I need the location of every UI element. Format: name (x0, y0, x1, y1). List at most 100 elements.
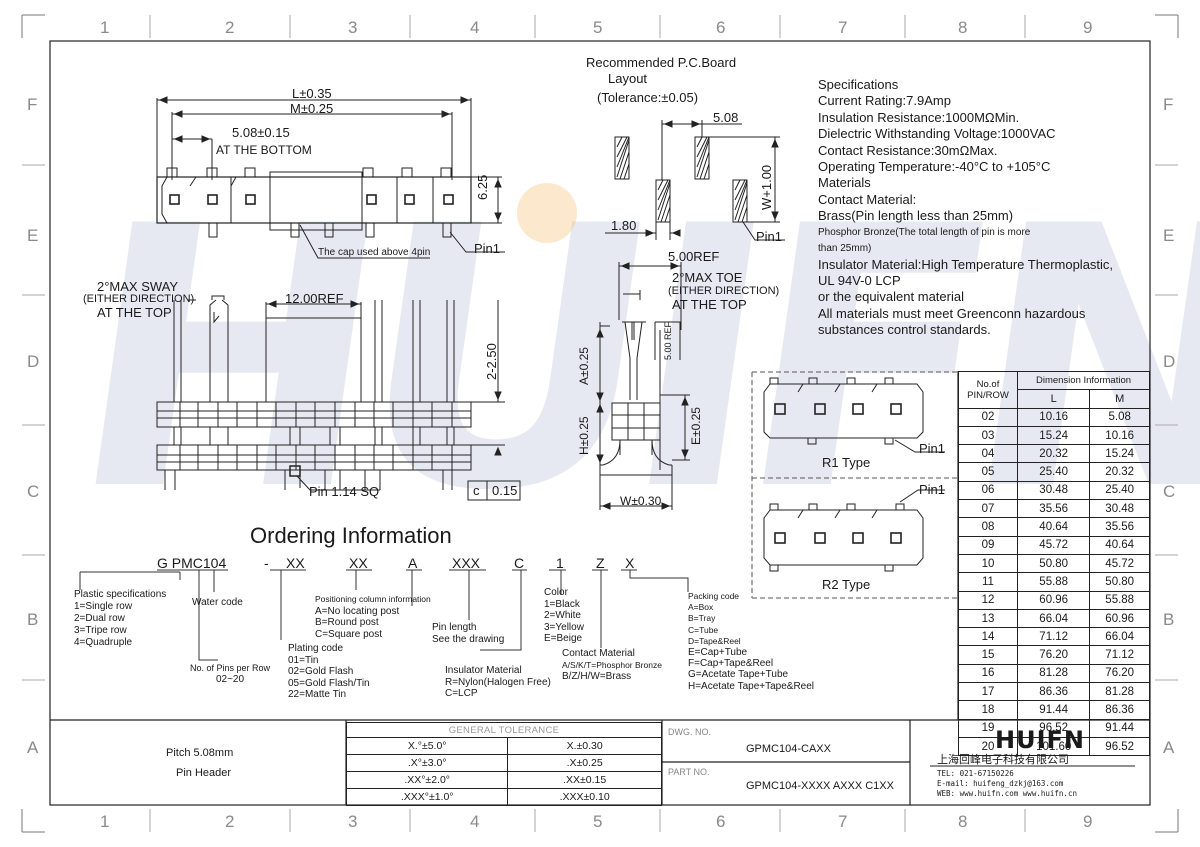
m-cell: 5.08 (1089, 407, 1150, 427)
color-block: Color 1=Black 2=White 3=Yellow E=Beige (544, 587, 584, 645)
pin-length-block: Pin length See the drawing (432, 622, 504, 645)
spec-line: Insulator Material:High Temperature Ther… (818, 256, 1114, 272)
pcb-pad-width: 1.80 (611, 218, 637, 233)
zone-row-d-right: D (1163, 352, 1176, 371)
code-part-dash: - (264, 555, 269, 571)
pcb-title-2: Layout (608, 71, 648, 86)
zone-row-f-right: F (1163, 95, 1174, 114)
m-cell: 30.48 (1089, 499, 1150, 519)
dim-l: L±0.35 (292, 86, 332, 101)
m-cell: 15.24 (1089, 444, 1150, 464)
tolerance-header: GENERAL TOLERANCE (346, 722, 662, 738)
m-cell: 20.32 (1089, 462, 1150, 482)
dim-height: 6.25 (475, 174, 490, 200)
code-part-insulator: C (514, 555, 525, 571)
l-cell: 25.40 (1016, 462, 1091, 482)
plating-title: Plating code (288, 643, 344, 654)
col-l-header: L (1016, 389, 1091, 409)
insulator-title: Insulator Material (445, 665, 522, 676)
packing-item: H=Acetate Tape+Tape&Reel (688, 680, 815, 692)
l-cell: 20.32 (1016, 444, 1091, 464)
dim-w: W±0.30 (620, 494, 662, 508)
positioning-block: Positioning column information A=No loca… (315, 594, 431, 640)
pin-count-cell: 06 (958, 480, 1018, 501)
plastic-item: 2=Dual row (74, 613, 125, 624)
top-view-outline (156, 96, 505, 259)
l-cell: 55.88 (1016, 572, 1091, 592)
pin-count-cell: 04 (958, 444, 1018, 464)
zone-col-6: 6 (716, 18, 726, 37)
color-item: 3=Yellow (544, 621, 584, 633)
positioning-title: Positioning column information (315, 594, 431, 604)
spec-line: UL 94V-0 LCP (818, 273, 901, 289)
packing-block: Packing code A=Box B=Tray C=Tube D=Tape&… (688, 591, 814, 692)
spec-line: All materials must meet Greenconn hazard… (818, 305, 1086, 321)
pin-count-cell: 07 (958, 499, 1018, 519)
col-info-header: Dimension Information (1017, 370, 1150, 391)
zone-col-5: 5 (593, 18, 603, 37)
pin-count-cell: 18 (958, 700, 1018, 720)
pin-count-cell: 09 (958, 535, 1018, 555)
l-cell: 81.28 (1016, 663, 1091, 684)
pin-count-cell: 17 (958, 682, 1018, 702)
l-cell: 50.80 (1016, 553, 1091, 574)
positioning-item: A=No locating post (315, 605, 400, 617)
insulator-item: R=Nylon(Halogen Free) (445, 676, 551, 688)
pcb-row-offset: W+1.00 (759, 164, 774, 210)
plastic-item: 4=Quadruple (74, 637, 133, 648)
dimension-table: No.of PIN/ROW Dimension Information L M … (958, 370, 1150, 757)
zone-row-b-right: B (1163, 610, 1175, 629)
dwg-label: DWG. NO. (668, 727, 711, 737)
l-cell: 76.20 (1016, 645, 1091, 665)
packing-item: F=Cap+Tape&Reel (688, 658, 774, 670)
contact-item: A/S/K/T=Phosphor Bronze (562, 659, 662, 670)
sway-line-3: AT THE TOP (97, 305, 172, 320)
packing-item: D=Tape&Reel (688, 635, 741, 646)
company-name: 上海回峰电子科技有限公司 (937, 753, 1069, 766)
dim-2-50: 2-2.50 (484, 343, 499, 380)
zone-row-d: D (27, 352, 40, 371)
zone-row-c: C (27, 482, 40, 501)
code-part-pins: XX (286, 555, 305, 571)
zone-col-4: 4 (470, 18, 480, 37)
m-cell: 55.88 (1089, 590, 1150, 610)
code-part-contact: Z (596, 555, 605, 571)
insulator-item: C=LCP (445, 688, 478, 699)
plastic-spec-block: Plastic specifications 1=Single row 2=Du… (74, 589, 166, 649)
zone-col-6-bottom: 6 (716, 812, 726, 831)
pin-count-cell: 08 (958, 517, 1018, 537)
desc-line-1: Pitch 5.08mm (166, 747, 234, 759)
tolerance-row: .X°±3.0°.X±0.25 (345, 754, 662, 772)
flatness-value: 0.15 (492, 483, 518, 498)
pin-count-cell: 12 (958, 590, 1018, 610)
zone-col-3: 3 (348, 18, 358, 37)
side-view (596, 262, 690, 510)
pin-length-note: See the drawing (432, 633, 505, 645)
zone-col-3-bottom: 3 (348, 812, 358, 831)
packing-title: Packing code (688, 591, 740, 601)
pcb-pin1: Pin1 (756, 229, 783, 244)
tolerance-rows: X.°±5.0°X.±0.30.X°±3.0°.X±0.25.XX°±2.0°.… (345, 737, 662, 806)
spec-bronze-1: Phosphor Bronze(The total length of pin … (818, 226, 1031, 238)
code-part-plating: XX (349, 555, 368, 571)
dim-e: E±0.25 (689, 407, 703, 445)
l-cell: 60.96 (1016, 590, 1091, 610)
l-cell: 45.72 (1016, 535, 1091, 555)
r1-connector (763, 377, 945, 453)
spec-line: Dielectric Withstanding Voltage:1000VAC (818, 126, 1056, 142)
color-item: E=Beige (544, 633, 583, 644)
plating-item: 01=Tin (288, 654, 319, 666)
zone-col-7-bottom: 7 (838, 812, 848, 831)
company-email: E-mail: huifeng_dzkj@163.com (937, 779, 1064, 788)
pin-length-title: Pin length (432, 622, 477, 633)
packing-item: G=Acetate Tape+Tube (688, 669, 789, 681)
plating-block: Plating code 01=Tin 02=Gold Flash 05=Gol… (288, 643, 370, 701)
